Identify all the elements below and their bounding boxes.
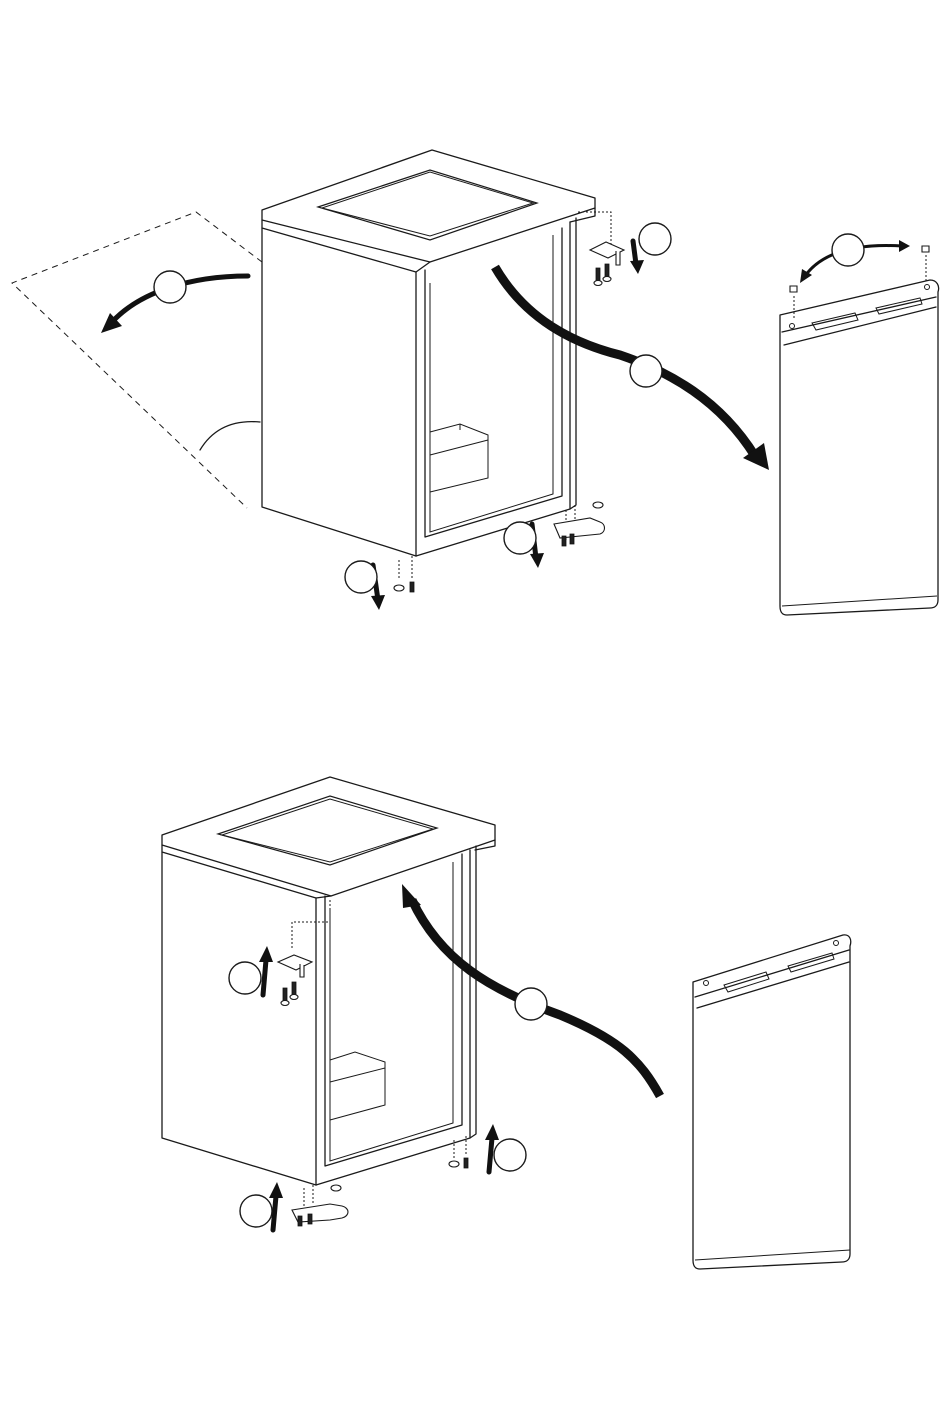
panel-refit xyxy=(162,777,851,1269)
step-circle-lower-hinge xyxy=(504,522,536,554)
top-swing-outline xyxy=(12,212,262,508)
panel-removal xyxy=(12,150,939,615)
step-foot-removal xyxy=(345,556,414,610)
step-circle-door-refit xyxy=(515,988,547,1020)
fridge-body-refit xyxy=(162,777,495,1185)
step-circle-upper-hinge-refit xyxy=(229,962,261,994)
lower-hinge-part xyxy=(554,518,605,538)
hinge-washer xyxy=(593,502,603,508)
door-refit xyxy=(693,935,851,1269)
hinge-screws-upper-refit xyxy=(281,982,298,1006)
step-upper-hinge-removal xyxy=(578,212,671,286)
door-removed xyxy=(780,280,939,615)
step-circle-plug-swap xyxy=(832,234,864,266)
step-circle-door-removal xyxy=(630,355,662,387)
step-circle-lower-hinge-refit xyxy=(240,1195,272,1227)
step-door-removal xyxy=(495,267,769,470)
step-circle-top-removal xyxy=(154,271,186,303)
step-circle-upper-hinge xyxy=(639,223,671,255)
step-circle-foot-refit xyxy=(494,1139,526,1171)
fridge-body-removal xyxy=(262,150,595,556)
step-lower-hinge-removal xyxy=(504,502,605,568)
step-top-removal xyxy=(101,271,248,333)
step-foot-refit xyxy=(449,1124,526,1172)
step-upper-hinge-refit xyxy=(229,900,330,1006)
step-door-refit xyxy=(402,884,660,1096)
foot-part-refit xyxy=(449,1161,459,1167)
step-lower-hinge-refit xyxy=(240,1182,348,1230)
foot-part xyxy=(394,585,404,591)
upper-hinge-part-refit xyxy=(278,955,312,970)
step-circle-foot-removal xyxy=(345,561,377,593)
hinge-screws-upper xyxy=(594,264,611,286)
hinge-washer-refit xyxy=(331,1185,341,1191)
